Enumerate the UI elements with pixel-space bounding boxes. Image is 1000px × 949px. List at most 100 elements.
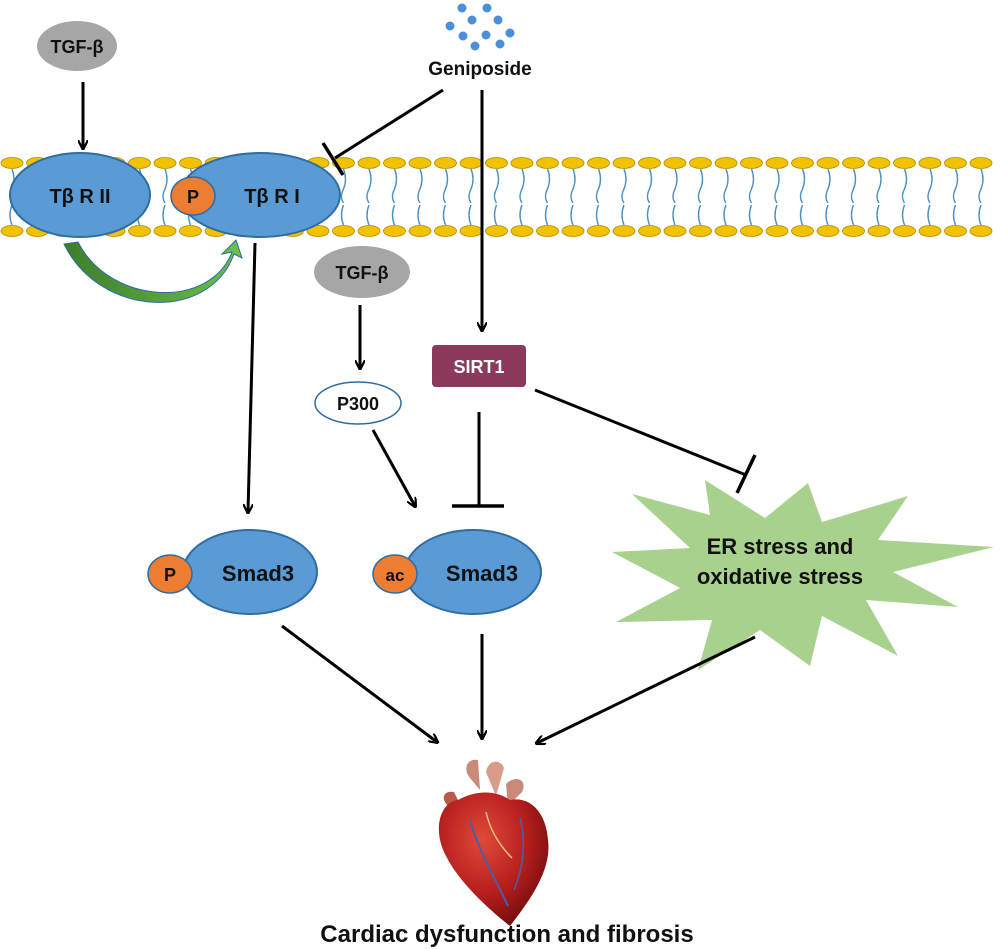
stress-label-line2: oxidative stress [697, 564, 863, 589]
arrow-psmad3-to-heart [281, 624, 437, 742]
lipid-tail [595, 204, 600, 226]
lipid-tail [162, 204, 166, 226]
lipid-tail [468, 168, 474, 204]
sirt1-node [432, 345, 526, 387]
lipid-tail [621, 204, 625, 226]
lipid-head [663, 157, 687, 169]
receptor-tbr2 [9, 152, 151, 238]
lipid-head [485, 157, 508, 169]
lipid-tail [544, 204, 549, 226]
lipid-head [765, 157, 789, 169]
lipid-tail [391, 168, 398, 204]
lipid-tail [825, 168, 831, 204]
inhibit-sirt1-to-stress [534, 388, 747, 477]
lipid-head [638, 157, 661, 169]
arrow-stress-to-heart [537, 635, 756, 743]
lipid-head [969, 225, 993, 237]
lipid-tail [672, 168, 678, 204]
lipid-head [918, 157, 942, 169]
lipid-head [944, 157, 967, 169]
lipid-tail [799, 204, 804, 226]
lipid-head [740, 157, 763, 169]
lipid-head [332, 225, 355, 237]
lipid-head [357, 157, 381, 169]
lipid-tail [366, 204, 370, 226]
lipid-head [510, 225, 534, 237]
lipid-head [893, 157, 916, 169]
lipid-tail [774, 204, 778, 226]
heart-icon [438, 759, 549, 926]
lipid-head [128, 157, 151, 169]
stress-label-line1: ER stress and [707, 534, 854, 559]
lipid-tail [850, 168, 857, 204]
lipid-tail [825, 204, 829, 226]
lipid-tail [876, 204, 880, 226]
lipid-head [663, 225, 687, 237]
tgfb-ligand-mid [314, 246, 410, 298]
psmad3-label: Smad3 [222, 561, 294, 586]
lipid-head [612, 157, 636, 169]
lipid-tail [697, 168, 704, 204]
lipid-tail [544, 168, 551, 204]
transphosphorylation-arrow [63, 239, 243, 303]
lipid-head [791, 225, 814, 237]
lipid-tail [417, 204, 421, 226]
lipid-head [969, 157, 993, 169]
lipid-head [842, 225, 865, 237]
lipid-tail [442, 204, 447, 226]
lipid-tail [391, 204, 396, 226]
lipid-tail [901, 204, 906, 226]
lipid-tail [493, 168, 500, 204]
outcome-label: Cardiac dysfunction and fibrosis [320, 921, 693, 948]
lipid-head [714, 225, 738, 237]
lipid-tail [621, 168, 627, 204]
lipid-head [128, 225, 151, 237]
inhibit-bar-tbr1 [321, 142, 345, 176]
lipid-tail [417, 168, 423, 204]
lipid-tail [519, 168, 525, 204]
tgfb-ligand-top [37, 21, 117, 71]
acsmad3-label: Smad3 [446, 561, 518, 586]
lipid-tail [774, 168, 780, 204]
lipid-head [434, 225, 457, 237]
lipid-head [612, 225, 636, 237]
lipid-head [740, 225, 763, 237]
lipid-tail [646, 204, 651, 226]
arrow-tbr1-to-psmad3 [248, 242, 257, 512]
tgfb-ligand-mid-label: TGF-β [336, 263, 389, 283]
lipid-tail [340, 168, 347, 204]
lipid-tail [978, 204, 982, 226]
molecule-dots-icon [445, 3, 515, 51]
lipid-head [153, 157, 177, 169]
phospho-badge-receptor-label: P [187, 187, 199, 207]
lipid-tail [748, 168, 755, 204]
lipid-tail [340, 204, 345, 226]
lipid-head [918, 225, 942, 237]
receptor-tbr2-label: Tβ R II [49, 186, 110, 208]
lipid-tail [799, 168, 806, 204]
phospho-badge-receptor [170, 176, 216, 216]
tgfb-ligand-top-label: TGF-β [51, 37, 104, 57]
lipid-tail [927, 168, 933, 204]
lipid-head [867, 225, 891, 237]
lipid-tail [646, 168, 653, 204]
lipid-head [0, 225, 24, 237]
lipid-tail [9, 204, 13, 226]
sirt1-label: SIRT1 [453, 357, 504, 377]
lipid-head [816, 225, 840, 237]
lipid-head [357, 225, 381, 237]
lipid-head [459, 225, 483, 237]
lipid-tail [723, 204, 727, 226]
lipid-head [561, 225, 585, 237]
lipid-tail [570, 168, 576, 204]
lipid-tail [723, 168, 729, 204]
acetyl-badge-smad3 [372, 554, 418, 594]
inhibit-bar-stress [735, 454, 757, 494]
lipid-tail [570, 204, 574, 226]
lipid-head [638, 225, 661, 237]
lipid-tail [876, 168, 882, 204]
lipid-head [867, 157, 891, 169]
lipid-tail [672, 204, 676, 226]
lipid-head [434, 157, 457, 169]
